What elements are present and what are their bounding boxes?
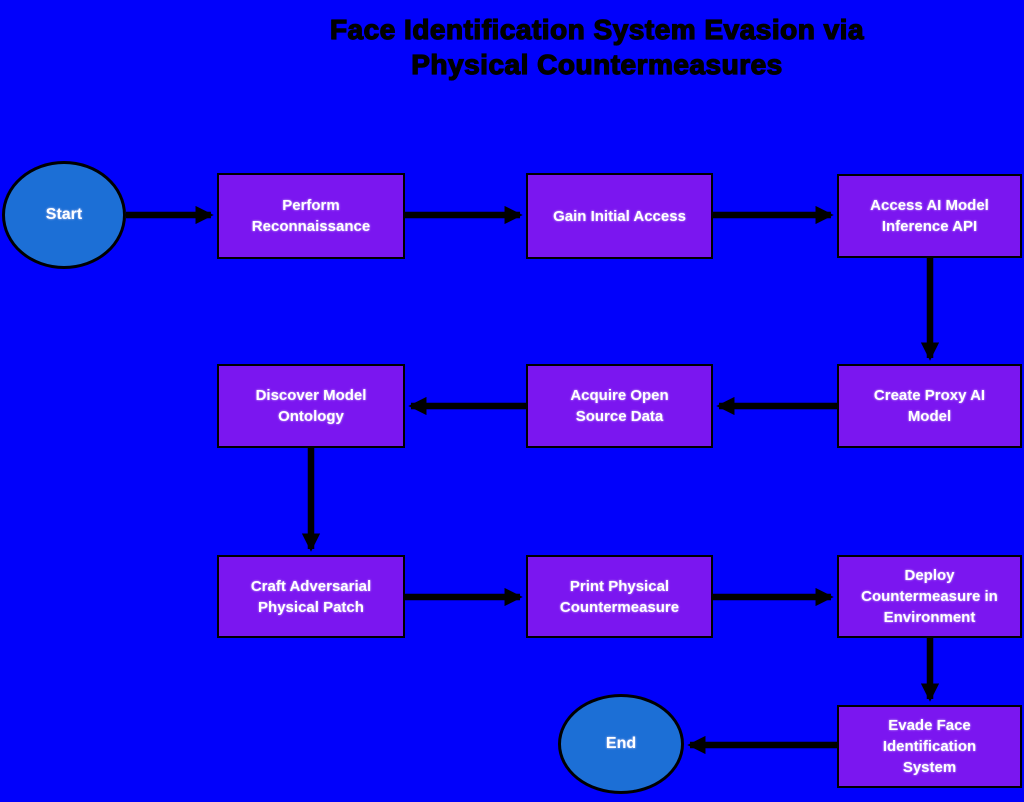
node-craft-adversarial-physical-patch: Craft Adversarial Physical Patch (217, 555, 405, 638)
node-evade-face-identification-system: Evade Face Identification System (837, 705, 1022, 788)
node-gain-initial-access-label: Gain Initial Access (553, 207, 686, 225)
node-craft-adversarial-physical-patch-label: Craft Adversarial Physical Patch (250, 577, 372, 616)
node-perform-reconnaissance: Perform Reconnaissance (217, 173, 405, 259)
node-end-label: End (605, 735, 637, 752)
node-evade-face-identification-system-label: Evade Face Identification System (882, 717, 977, 776)
node-perform-reconnaissance-label: Perform Reconnaissance (251, 197, 371, 235)
node-print-physical-countermeasure-label: Print Physical Countermeasure (559, 577, 680, 616)
node-start-label: Start (45, 206, 83, 223)
node-deploy-countermeasure-in-environment-label: Deploy Countermeasure in Environment (861, 567, 998, 626)
node-acquire-open-source-data: Acquire Open Source Data (526, 364, 713, 448)
node-create-proxy-ai-model: Create Proxy AI Model (837, 364, 1022, 448)
node-acquire-open-source-data-label: Acquire Open Source Data (570, 387, 669, 425)
node-access-ai-model-inference-api-label: Access AI Model Inference API (870, 197, 989, 235)
node-print-physical-countermeasure: Print Physical Countermeasure (526, 555, 713, 638)
node-create-proxy-ai-model-label: Create Proxy AI Model (873, 387, 986, 425)
node-gain-initial-access: Gain Initial Access (526, 173, 713, 259)
node-discover-model-ontology: Discover Model Ontology (217, 364, 405, 448)
node-deploy-countermeasure-in-environment: Deploy Countermeasure in Environment (837, 555, 1022, 638)
node-start: Start (2, 161, 126, 269)
node-discover-model-ontology-label: Discover Model Ontology (255, 387, 367, 425)
diagram-title: Face Identification System Evasion via P… (329, 13, 865, 80)
node-end: End (558, 694, 684, 794)
node-access-ai-model-inference-api: Access AI Model Inference API (837, 174, 1022, 258)
